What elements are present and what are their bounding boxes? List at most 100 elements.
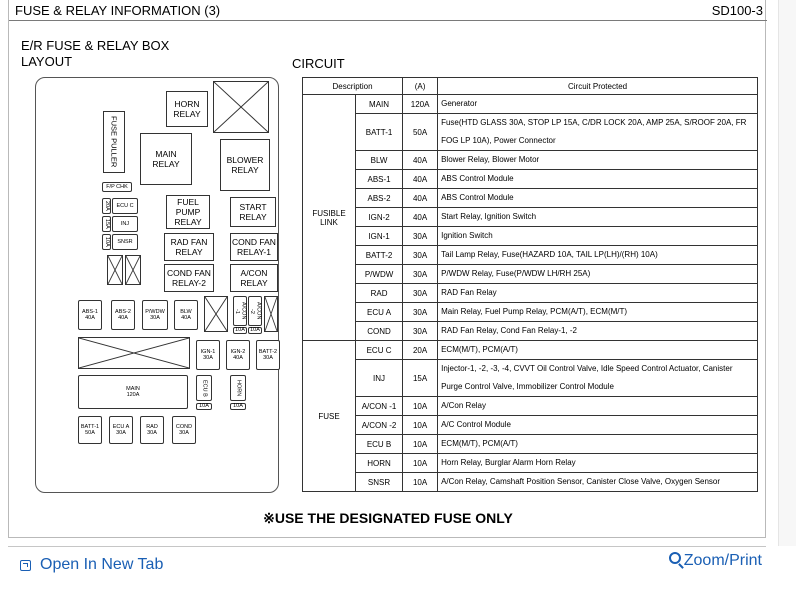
row-circuit: Horn Relay, Burglar Alarm Horn Relay [437, 453, 758, 473]
row-circuit: RAD Fan Relay, Cond Fan Relay-1, -2 [437, 321, 758, 341]
row-amp: 10A [402, 434, 439, 454]
row-amp: 120A [402, 94, 439, 114]
acon-1-fuse: A/CON -1 [233, 296, 247, 326]
row-amp: 40A [402, 188, 439, 208]
row-amp: 50A [402, 113, 439, 151]
pwdw-fusible-link: P/WDW 30A [142, 300, 168, 330]
scrollbar[interactable] [778, 0, 796, 546]
row-name: BATT-1 [354, 113, 404, 151]
row-circuit: Fuse(HTD GLASS 30A, STOP LP 15A, C/DR LO… [437, 113, 758, 151]
fp-chk-connector: F/P CHK [102, 182, 132, 192]
row-amp: 30A [402, 245, 439, 265]
header-amp: (A) [402, 77, 439, 95]
inj-fuse: INJ [112, 216, 138, 232]
row-amp: 40A [402, 169, 439, 189]
empty-slot [264, 296, 278, 332]
rad-fusible-link: RAD 30A [140, 416, 164, 444]
acon-2-fuse: A/CON -2 [248, 296, 262, 326]
row-name: INJ [354, 359, 404, 397]
empty-slot [125, 255, 141, 285]
ecu-a-fusible-link: ECU A 30A [109, 416, 133, 444]
row-name: BATT-2 [354, 245, 404, 265]
acon-2-fuse-amp: 10A [248, 327, 262, 334]
ecu-c-fuse-amp: 20A [102, 198, 111, 214]
circuit-table: Description (A) Circuit Protected FUSIBL… [301, 77, 758, 492]
row-circuit: A/C Control Module [437, 415, 758, 435]
row-name: P/WDW [354, 264, 404, 284]
blower-relay: BLOWER RELAY [220, 139, 270, 191]
row-name: A/CON -2 [354, 415, 404, 435]
empty-slot [204, 296, 228, 332]
row-circuit: P/WDW Relay, Fuse(P/WDW LH/RH 25A) [437, 264, 758, 284]
zoom-print-link[interactable]: Zoom/Print [668, 552, 762, 570]
row-amp: 10A [402, 396, 439, 416]
row-name: RAD [354, 283, 404, 303]
zoom-icon [668, 552, 681, 564]
start-relay: START RELAY [230, 197, 276, 227]
header-description: Description [301, 77, 404, 95]
row-amp: 30A [402, 321, 439, 341]
group-cell: FUSE [302, 340, 356, 492]
row-circuit: Blower Relay, Blower Motor [437, 150, 758, 170]
row-name: IGN-2 [354, 207, 404, 227]
row-name: A/CON -1 [354, 396, 404, 416]
wiring-document: FUSE & RELAY INFORMATION (3) SD100-3 E/R… [8, 0, 767, 538]
row-name: MAIN [354, 94, 404, 114]
row-name: ABS-2 [354, 188, 404, 208]
abs-2-fusible-link: ABS-2 40A [111, 300, 135, 330]
row-name: IGN-1 [354, 226, 404, 246]
row-circuit: Generator [437, 94, 758, 114]
row-name: COND [354, 321, 404, 341]
ecu-b-fuse-amp: 10A [196, 403, 212, 410]
row-circuit: Injector-1, -2, -3, -4, CVVT Oil Control… [437, 359, 758, 397]
row-amp: 20A [402, 340, 439, 360]
horn-fuse-amp: 10A [230, 403, 246, 410]
rad-fan-relay: RAD FAN RELAY [164, 233, 214, 261]
row-name: ECU C [354, 340, 404, 360]
row-amp: 30A [402, 302, 439, 322]
row-name: BLW [354, 150, 404, 170]
cond-fusible-link: COND 30A [172, 416, 196, 444]
row-circuit: ABS Control Module [437, 188, 758, 208]
row-circuit: Ignition Switch [437, 226, 758, 246]
blw-fusible-link: BLW 40A [174, 300, 198, 330]
row-circuit: ECM(M/T), PCM(A/T) [437, 434, 758, 454]
table-header-row: Description (A) Circuit Protected [301, 77, 758, 95]
layout-label: LAYOUT [21, 54, 73, 69]
row-amp: 15A [402, 359, 439, 397]
footer-bar: Open In New Tab Zoom/Print [0, 546, 796, 600]
open-in-new-tab-link[interactable]: Open In New Tab [20, 556, 163, 574]
ecu-b-fuse: ECU B [196, 375, 212, 401]
row-name: ABS-1 [354, 169, 404, 189]
main-relay: MAIN RELAY [140, 133, 192, 185]
row-name: HORN [354, 453, 404, 473]
row-name: ECU B [354, 434, 404, 454]
footer-divider [8, 546, 766, 547]
ign-1-fusible-link: IGN-1 30A [196, 340, 220, 370]
empty-slot [107, 255, 123, 285]
row-amp: 40A [402, 207, 439, 227]
snsr-fuse: SNSR [112, 234, 138, 250]
fuel-pump-relay: FUEL PUMP RELAY [166, 195, 210, 229]
fuse-box-layout: HORN RELAY FUSE PULLER MAIN RELAY BLOWER… [35, 77, 280, 493]
fuse-puller: FUSE PULLER [103, 111, 125, 173]
main-fusible-link: MAIN 120A [78, 375, 188, 409]
zoom-print-label: Zoom/Print [683, 552, 762, 569]
row-circuit: Tail Lamp Relay, Fuse(HAZARD 10A, TAIL L… [437, 245, 758, 265]
empty-slot-large [78, 337, 190, 369]
